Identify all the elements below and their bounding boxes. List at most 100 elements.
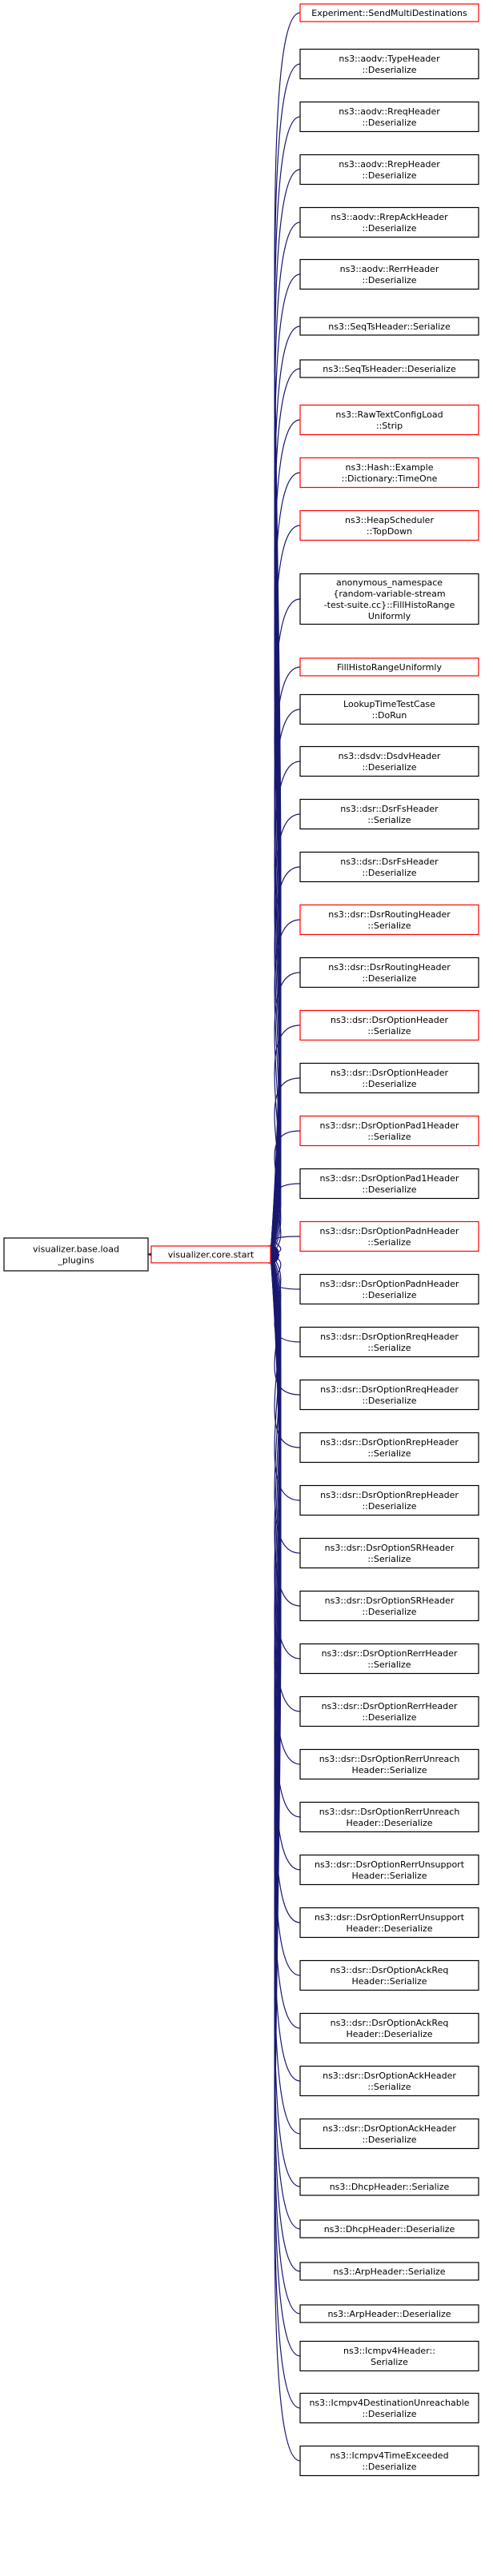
caller-node[interactable]: ns3::aodv::TypeHeader::Deserialize (299, 48, 479, 80)
caller-node[interactable]: ns3::Hash::Example::Dictionary::TimeOne (299, 457, 479, 489)
caller-node[interactable]: ns3::DhcpHeader::Deserialize (299, 2219, 479, 2239)
caller-node[interactable]: Experiment::SendMultiDestinations (299, 3, 479, 22)
caller-node[interactable]: ns3::dsr::DsrOptionSRHeader::Deserialize (299, 1590, 479, 1622)
caller-node[interactable]: ns3::dsr::DsrRoutingHeader::Deserialize (299, 957, 479, 988)
caller-node[interactable]: ns3::dsr::DsrOptionRrepHeader::Serialize (299, 1432, 479, 1464)
caller-node-box (299, 851, 479, 883)
caller-node-label-line: ::Deserialize (362, 1290, 416, 1300)
caller-node-label-line: ns3::SeqTsHeader::Deserialize (323, 364, 456, 374)
caller-node-label-line: ::Deserialize (362, 118, 416, 128)
caller-node-label-line: ns3::Icmpv4DestinationUnreachable (309, 2398, 469, 2408)
caller-node[interactable]: ns3::aodv::RreqHeader::Deserialize (299, 101, 479, 133)
caller-node-label-line: Header::Serialize (352, 1765, 427, 1775)
caller-node[interactable]: ns3::dsr::DsrOptionRerrUnreachHeader::Se… (299, 1748, 479, 1780)
caller-node-label-line: ns3::dsdv::DsdvHeader (339, 751, 441, 761)
caller-node-label-line: ::DoRun (372, 710, 407, 721)
caller-node[interactable]: ns3::aodv::RrepHeader::Deserialize (299, 154, 479, 186)
caller-node[interactable]: ns3::Icmpv4TimeExceeded::Deserialize (299, 2445, 479, 2477)
caller-node[interactable]: ns3::dsr::DsrRoutingHeader::Serialize (299, 904, 479, 936)
caller-node-label-line: ns3::DhcpHeader::Deserialize (324, 2224, 455, 2235)
caller-node[interactable]: ns3::dsr::DsrOptionRrepHeader::Deseriali… (299, 1484, 479, 1516)
caller-node[interactable]: ns3::dsr::DsrOptionAckReqHeader::Seriali… (299, 1959, 479, 1991)
caller-node[interactable]: ns3::dsdv::DsdvHeader::Deserialize (299, 745, 479, 777)
caller-node[interactable]: ns3::RawTextConfigLoad::Strip (299, 404, 479, 436)
caller-node-label-line: ::Deserialize (362, 1712, 416, 1723)
caller-node-label-line: ns3::dsr::DsrOptionPad1Header (320, 1173, 459, 1184)
caller-node-box (299, 745, 479, 777)
caller-node-label-line: ns3::dsr::DsrOptionRerrHeader (322, 1648, 458, 1659)
caller-node-label-line: ns3::dsr::DsrOptionRerrUnreach (319, 1754, 460, 1764)
caller-node-box (299, 1379, 479, 1411)
caller-node[interactable]: ns3::SeqTsHeader::Serialize (299, 317, 479, 336)
caller-node[interactable]: ns3::dsr::DsrOptionPad1Header::Deseriali… (299, 1168, 479, 1200)
caller-node[interactable]: ns3::dsr::DsrOptionRerrUnsupportHeader::… (299, 1854, 479, 1886)
caller-node-box (299, 1643, 479, 1675)
caller-node[interactable]: ns3::dsr::DsrOptionAckReqHeader::Deseria… (299, 2012, 479, 2044)
caller-node[interactable]: ns3::dsr::DsrOptionRreqHeader::Serialize (299, 1326, 479, 1358)
caller-node[interactable]: ns3::ArpHeader::Serialize (299, 2262, 479, 2281)
root-node-label-line: _plugins (57, 1256, 94, 1266)
caller-node[interactable]: ns3::dsr::DsrOptionPad1Header::Serialize (299, 1115, 479, 1147)
caller-node-label-line: ::Deserialize (362, 2409, 416, 2419)
caller-node[interactable]: LookupTimeTestCase::DoRun (299, 693, 479, 725)
root-node-box (3, 1237, 149, 1272)
call-edge (270, 1254, 301, 1501)
caller-node[interactable]: ns3::aodv::RrepAckHeader::Deserialize (299, 206, 479, 238)
caller-node-label-line: ::Serialize (367, 1659, 411, 1670)
root-node[interactable]: visualizer.base.load_plugins (3, 1237, 149, 1272)
caller-node[interactable]: ns3::dsr::DsrOptionPadnHeader::Serialize (299, 1220, 479, 1252)
caller-node-label-line: ::Deserialize (362, 868, 416, 878)
caller-node[interactable]: ns3::dsr::DsrOptionRerrUnsupportHeader::… (299, 1907, 479, 1939)
hub-node[interactable]: visualizer.core.start (150, 1245, 271, 1264)
caller-node[interactable]: ns3::Icmpv4DestinationUnreachable::Deser… (299, 2392, 479, 2424)
caller-node-label-line: ns3::dsr::DsrOptionAckReq (331, 1965, 449, 1975)
caller-node-label-line: Header::Deserialize (347, 1818, 433, 1828)
caller-node-label-line: ns3::dsr::DsrOptionRrepHeader (320, 1437, 459, 1448)
caller-node-label-line: ::Deserialize (362, 2135, 416, 2145)
caller-node[interactable]: ns3::dsr::DsrOptionRerrHeader::Serialize (299, 1643, 479, 1675)
caller-node-label-line: ::Deserialize (362, 973, 416, 984)
caller-node[interactable]: ns3::dsr::DsrOptionRerrHeader::Deseriali… (299, 1695, 479, 1727)
caller-node-box (299, 2262, 479, 2281)
caller-node-box (299, 1695, 479, 1727)
caller-node-label-line: ns3::aodv::RerrHeader (340, 264, 439, 274)
caller-node-label-line: ::Serialize (367, 1554, 411, 1564)
caller-node-box (299, 2177, 479, 2196)
caller-node[interactable]: ns3::dsr::DsrFsHeader::Deserialize (299, 851, 479, 883)
caller-node[interactable]: ns3::SeqTsHeader::Deserialize (299, 359, 479, 378)
caller-node-label-line: ns3::dsr::DsrFsHeader (340, 804, 439, 814)
caller-node-label-line: ns3::dsr::DsrRoutingHeader (328, 962, 451, 972)
caller-node-label-line: ns3::RawTextConfigLoad (335, 409, 443, 420)
caller-node-label-line: ns3::Icmpv4Header:: (343, 2346, 435, 2356)
caller-node-box (299, 2012, 479, 2044)
caller-node[interactable]: ns3::dsr::DsrOptionPadnHeader::Deseriali… (299, 1273, 479, 1305)
caller-node-box (299, 1220, 479, 1252)
caller-node-label-line: anonymous_namespace (336, 577, 443, 588)
caller-node-box (299, 2065, 479, 2097)
caller-node[interactable]: ns3::dsr::DsrOptionRreqHeader::Deseriali… (299, 1379, 479, 1411)
caller-node[interactable]: ns3::HeapScheduler::TopDown (299, 509, 479, 541)
caller-node[interactable]: ns3::ArpHeader::Deserialize (299, 2304, 479, 2323)
caller-node[interactable]: ns3::dsr::DsrOptionAckHeader::Serialize (299, 2065, 479, 2097)
caller-node-box (299, 317, 479, 336)
caller-node-label-line: {random-variable-stream (333, 589, 445, 599)
caller-node[interactable]: ns3::dsr::DsrOptionRerrUnreachHeader::De… (299, 1801, 479, 1833)
caller-node[interactable]: anonymous_namespace{random-variable-stre… (299, 573, 479, 625)
caller-node-label-line: ::Deserialize (362, 65, 416, 75)
caller-node-label-line: ns3::dsr::DsrOptionAckHeader (323, 2071, 456, 2081)
caller-node[interactable]: ns3::DhcpHeader::Serialize (299, 2177, 479, 2196)
caller-node-box (299, 1959, 479, 1991)
caller-node[interactable]: ns3::dsr::DsrOptionHeader::Serialize (299, 1009, 479, 1041)
caller-node[interactable]: ns3::dsr::DsrOptionAckHeader::Deserializ… (299, 2118, 479, 2150)
caller-node-label-line: ns3::DhcpHeader::Serialize (330, 2182, 450, 2192)
caller-node-label-line: Header::Deserialize (347, 2029, 433, 2039)
caller-node[interactable]: ns3::dsr::DsrFsHeader::Serialize (299, 798, 479, 830)
caller-node-label-line: Header::Serialize (352, 1976, 427, 1987)
caller-node[interactable]: FillHistoRangeUniformly (299, 657, 479, 677)
caller-node[interactable]: ns3::dsr::DsrOptionSRHeader::Serialize (299, 1537, 479, 1569)
caller-node[interactable]: ns3::aodv::RerrHeader::Deserialize (299, 258, 479, 290)
caller-node[interactable]: ns3::Icmpv4Header::Serialize (299, 2340, 479, 2372)
caller-node-label-line: ns3::HeapScheduler (345, 515, 434, 525)
caller-node[interactable]: ns3::dsr::DsrOptionHeader::Deserialize (299, 1062, 479, 1094)
